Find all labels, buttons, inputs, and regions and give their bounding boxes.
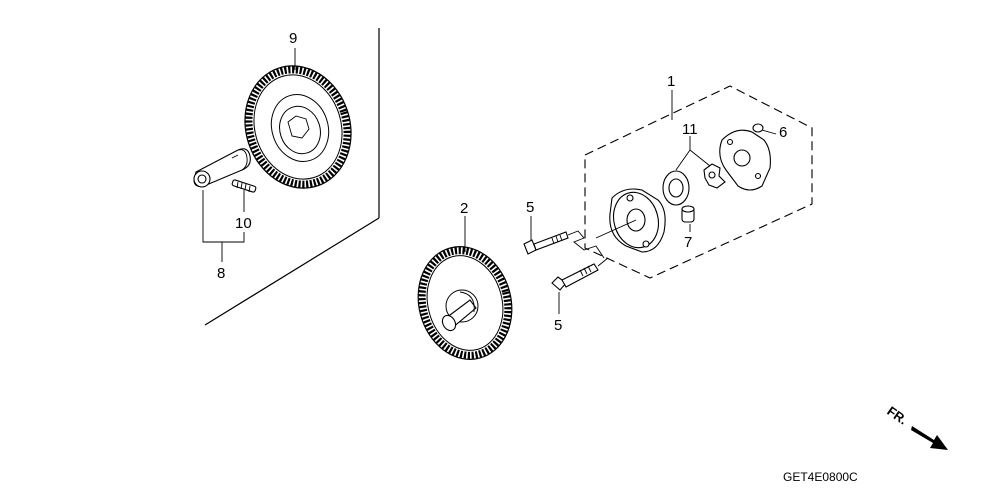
bolt-5-lower [551,257,609,291]
leader-lines [202,48,711,314]
callout-9: 9 [289,30,297,47]
screw-6 [752,123,777,135]
pin-10 [231,179,257,193]
dowel-7 [681,205,695,223]
callout-8: 8 [217,265,225,282]
callout-5-lower: 5 [554,317,562,334]
callout-2: 2 [460,200,468,217]
bolt-5-upper [523,230,605,259]
front-label: FR. [884,403,910,427]
pump-assembly-box [584,85,813,279]
callout-1: 1 [667,73,675,90]
callout-6: 6 [779,124,787,141]
callout-11: 11 [682,121,698,138]
pump-cover [719,129,771,191]
shaft-8 [193,148,251,188]
callout-10: 10 [235,215,252,232]
front-direction-indicator: FR. [884,403,948,450]
drawing-code: GET4E0800C [783,470,858,484]
front-arrow-icon [911,426,948,450]
gear-2 [417,246,513,360]
rotor-11 [662,163,726,206]
section-frame [204,28,380,326]
callout-5-upper: 5 [526,199,534,216]
callout-7: 7 [684,234,692,251]
pump-body [595,188,666,253]
gear-9 [244,65,352,189]
